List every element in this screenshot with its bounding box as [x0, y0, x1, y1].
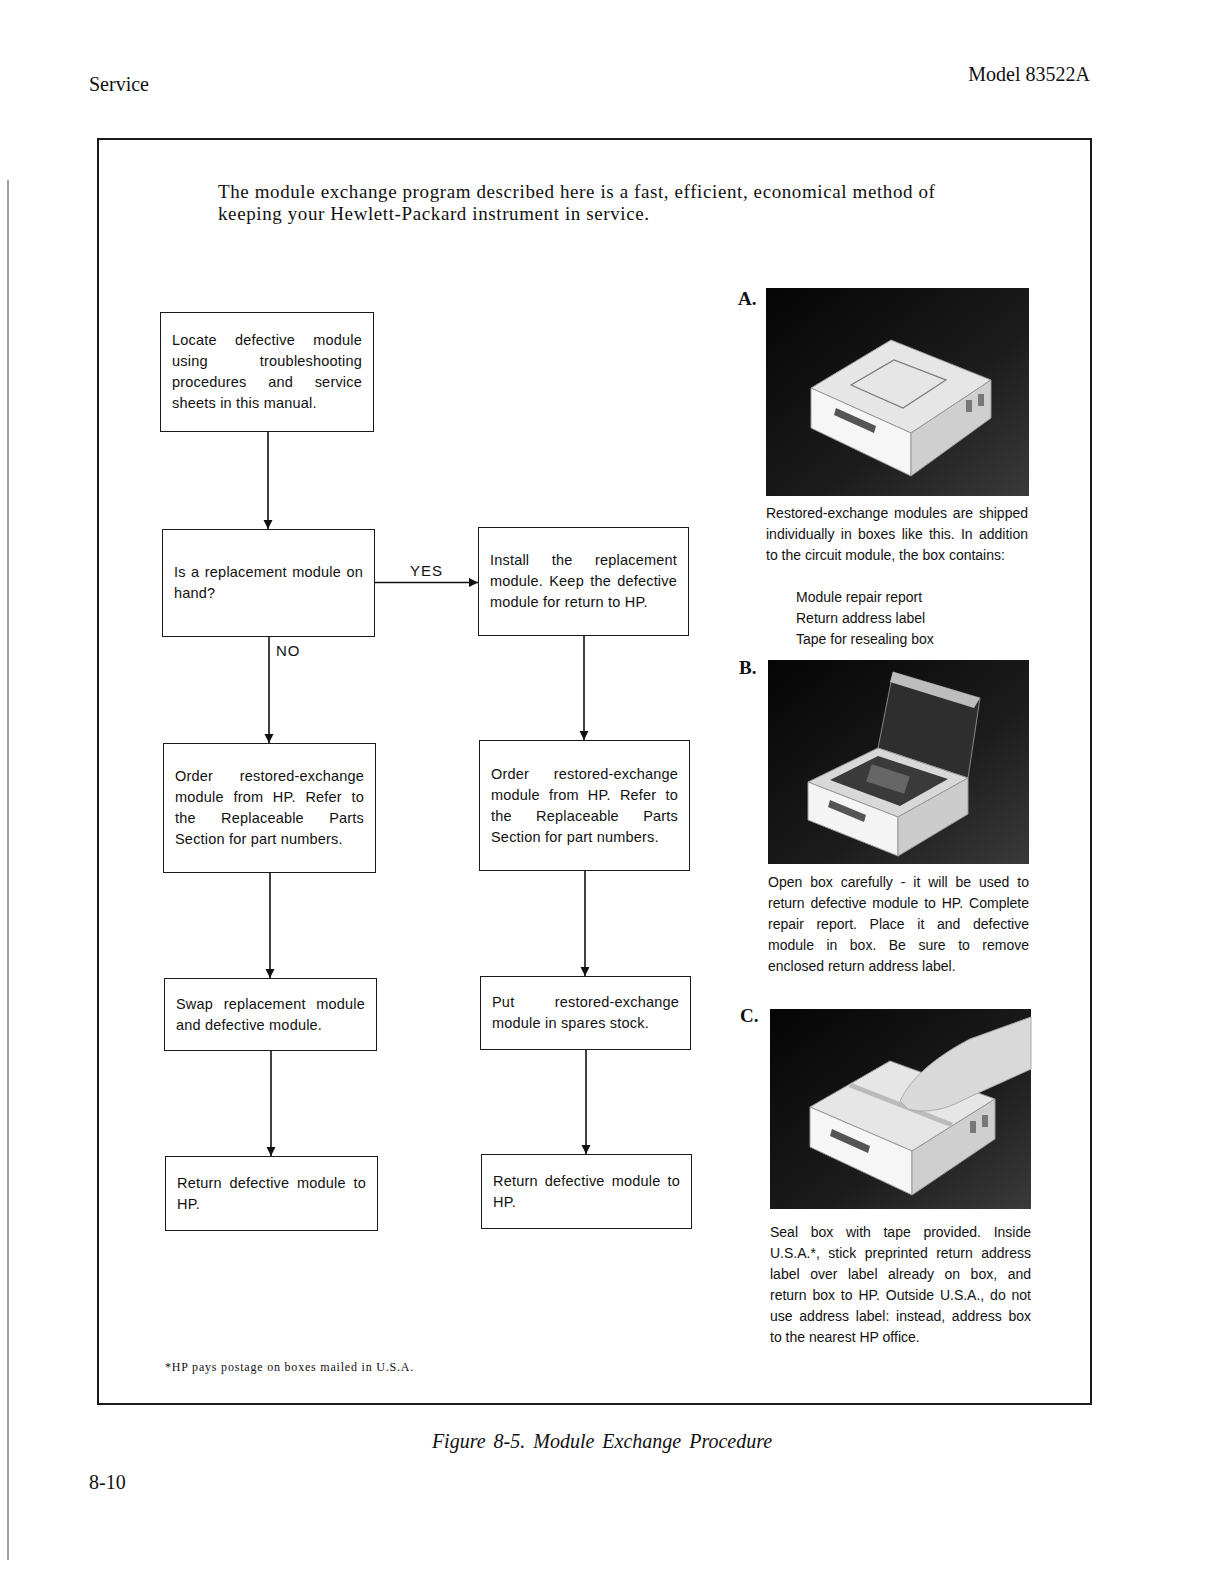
flow-arrow	[267, 432, 269, 529]
branch-label: NO	[274, 642, 303, 659]
contents-item: Module repair report	[796, 587, 1026, 608]
process-box: Return defective module to HP.	[481, 1154, 692, 1229]
model-number: Model 83522A	[880, 62, 1090, 86]
figure-caption: Figure 8-5. Module Exchange Procedure	[302, 1430, 902, 1453]
process-box: Locate defective module using troublesho…	[160, 312, 374, 432]
flow-arrow	[585, 1050, 587, 1154]
box-text: Order restored-exchange module from HP. …	[491, 764, 678, 848]
process-box: Order restored-exchange module from HP. …	[163, 743, 376, 873]
running-head: Service	[89, 72, 289, 96]
box-text: Swap replacement module and defective mo…	[176, 994, 365, 1036]
box-text: Put restored-exchange module in spares s…	[492, 992, 679, 1034]
flow-arrow	[268, 637, 270, 743]
scan-edge	[8, 180, 9, 1560]
photo-caption: Seal box with tape provided. Inside U.S.…	[770, 1222, 1031, 1348]
process-box: Order restored-exchange module from HP. …	[479, 740, 690, 871]
branch-label: YES	[408, 562, 445, 579]
process-box: Return defective module to HP.	[165, 1156, 378, 1231]
box-text: Return defective module to HP.	[493, 1171, 680, 1213]
box-text: Return defective module to HP.	[177, 1173, 366, 1215]
page-frame	[98, 139, 1091, 1404]
process-box: Swap replacement module and defective mo…	[164, 978, 377, 1051]
process-box: Put restored-exchange module in spares s…	[480, 976, 691, 1050]
photo-letter: C.	[740, 1004, 766, 1027]
process-box: Install the replacement module. Keep the…	[478, 527, 689, 636]
flow-arrow	[375, 582, 478, 584]
photo-caption: Restored-exchange modules are shipped in…	[766, 503, 1028, 566]
flow-arrow	[583, 636, 585, 740]
process-box: Is a replacement module on hand?	[162, 529, 375, 637]
contents-item: Return address label	[796, 608, 1026, 629]
box-text: Install the replacement module. Keep the…	[490, 550, 677, 613]
photo-letter: A.	[738, 287, 764, 310]
photo-closed-box	[766, 288, 1029, 496]
contents-item: Tape for resealing box	[796, 629, 1026, 650]
photo-caption: Open box carefully - it will be used to …	[768, 872, 1029, 977]
flow-arrow	[269, 873, 271, 978]
page-number: 8-10	[89, 1470, 189, 1494]
box-text: Locate defective module using troublesho…	[172, 330, 362, 414]
flow-arrow	[584, 871, 586, 976]
intro-text: The module exchange program described he…	[218, 181, 978, 225]
photo-letter: B.	[739, 656, 765, 679]
photo-open-box	[768, 660, 1029, 864]
box-text: Order restored-exchange module from HP. …	[175, 766, 364, 850]
photo-sealing-box	[770, 1009, 1031, 1209]
footnote: *HP pays postage on boxes mailed in U.S.…	[165, 1361, 415, 1374]
flow-arrow	[270, 1051, 272, 1156]
box-text: Is a replacement module on hand?	[174, 562, 363, 604]
